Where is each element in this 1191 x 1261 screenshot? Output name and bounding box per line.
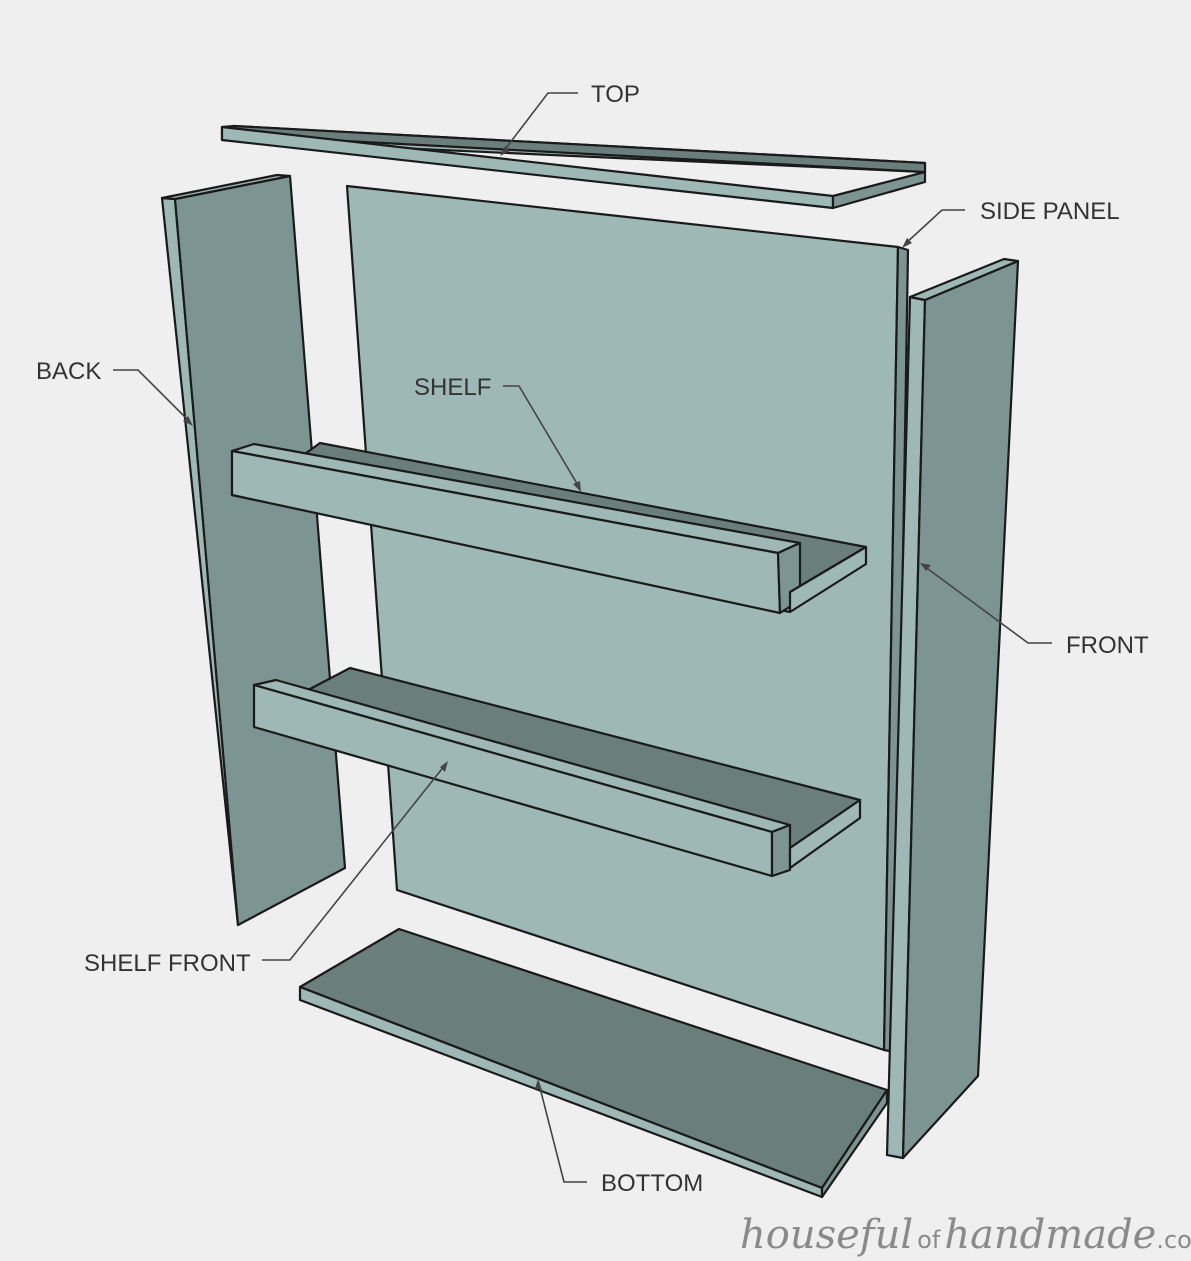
side-panel-board — [345, 184, 910, 1054]
bottom-board — [298, 927, 889, 1199]
leader-top — [502, 92, 578, 153]
leader-side-panel — [904, 209, 965, 245]
arrow-bottom — [535, 1079, 542, 1090]
leader-shelf — [503, 385, 580, 488]
top-board — [220, 124, 927, 210]
leader-lines — [113, 92, 1052, 1183]
arrow-top — [500, 146, 510, 156]
label-top: TOP — [591, 81, 640, 108]
label-front: FRONT — [1066, 632, 1149, 659]
labels: TOP SIDE PANEL BACK SHELF FRONT SHELF FR… — [36, 81, 1149, 1197]
watermark-part1: houseful — [740, 1212, 913, 1258]
upper-shelf — [230, 441, 868, 615]
arrow-back — [183, 416, 193, 426]
arrow-front — [920, 563, 931, 571]
watermark-part3: handmade — [944, 1212, 1156, 1258]
label-bottom: BOTTOM — [601, 1170, 703, 1197]
label-shelf: SHELF — [414, 374, 491, 401]
leader-back — [113, 369, 191, 423]
label-back: BACK — [36, 358, 101, 385]
front-board — [885, 257, 1020, 1160]
leader-bottom — [538, 1083, 587, 1183]
watermark-part4: .com — [1156, 1226, 1191, 1254]
arrow-shelf-front — [440, 761, 448, 772]
watermark-part2: of — [917, 1226, 941, 1254]
label-side-panel: SIDE PANEL — [980, 198, 1120, 225]
label-shelf-front: SHELF FRONT — [84, 950, 251, 977]
leader-shelf-front — [262, 764, 446, 961]
back-board — [160, 173, 347, 927]
arrow-side-panel — [902, 238, 912, 248]
lower-shelf — [252, 666, 862, 878]
arrow-shelf — [573, 481, 581, 492]
leader-front — [923, 565, 1052, 644]
